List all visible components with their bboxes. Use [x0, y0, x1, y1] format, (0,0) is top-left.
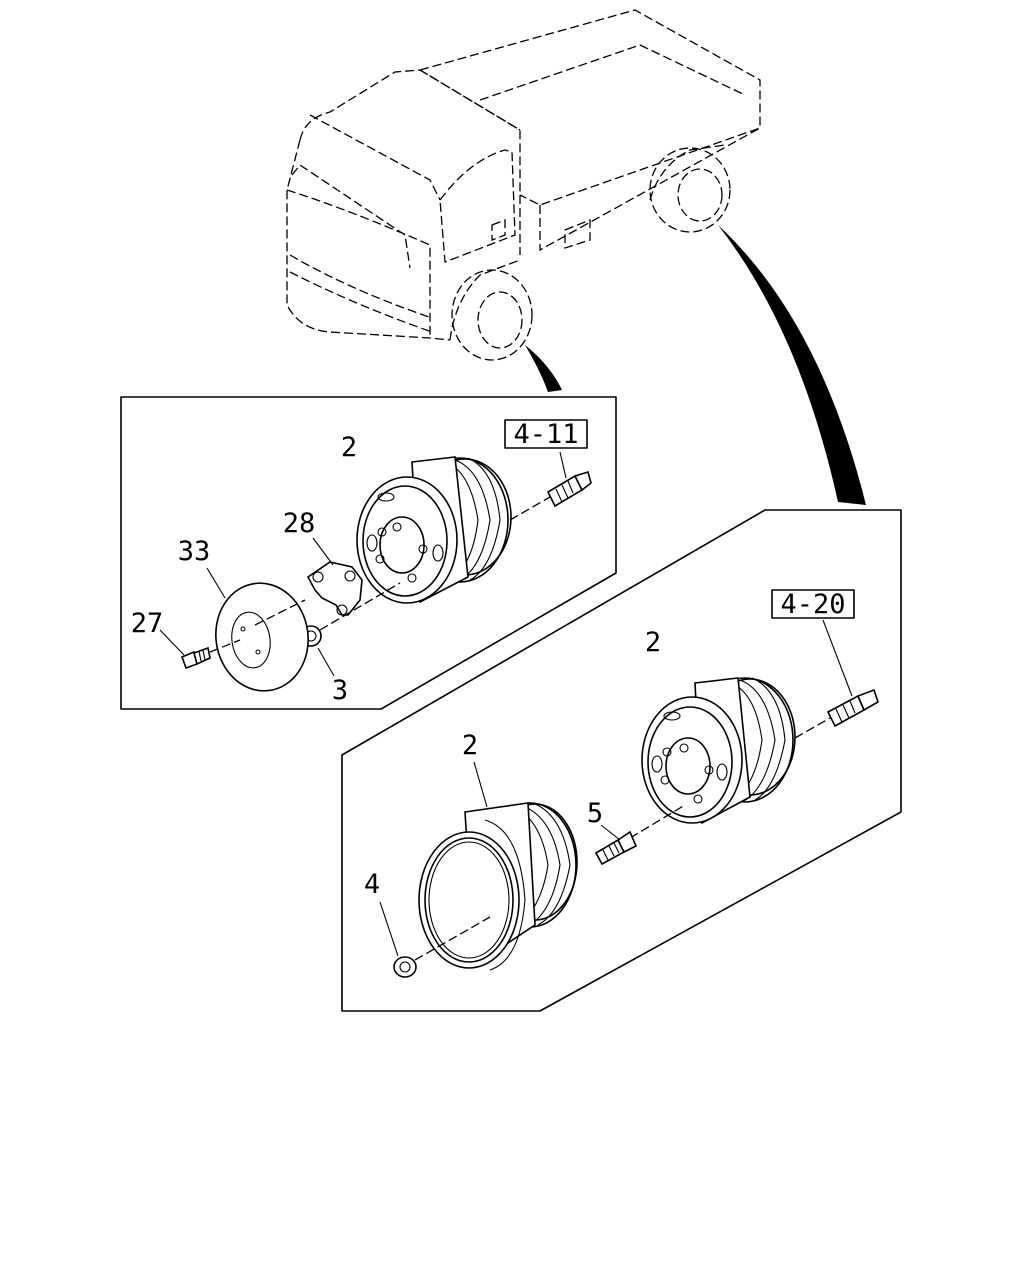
rear-wheel-nut — [379, 901, 491, 978]
rear-inner-wheel-number: 2 — [462, 730, 478, 761]
rear-nut-number: 4 — [364, 869, 380, 900]
front-stud-bolt — [509, 451, 592, 521]
rear-wheel-panel — [341, 509, 902, 1012]
front-nut-number: 3 — [332, 675, 348, 706]
front-ref-label: 4-11 — [513, 419, 578, 450]
front-hub-plate — [306, 537, 363, 616]
rear-long-stud — [794, 619, 879, 739]
front-screw-number: 27 — [131, 608, 164, 639]
rear-inner-wheel — [418, 761, 578, 971]
front-disc-number: 33 — [178, 536, 211, 567]
rear-stud-number: 5 — [587, 798, 603, 829]
rear-outer-wheel — [641, 677, 796, 825]
front-wheel — [356, 456, 512, 604]
front-wheel-number: 2 — [341, 432, 357, 463]
rear-outer-wheel-number: 2 — [645, 627, 661, 658]
front-wheel-arrow — [525, 345, 562, 392]
front-bolt-number: 28 — [283, 508, 316, 539]
rear-ref-box: 4-20 — [771, 589, 855, 620]
front-ref-box: 4-11 — [504, 419, 588, 450]
truck-outline — [286, 9, 761, 361]
rear-short-stud — [594, 804, 686, 866]
front-screw — [159, 629, 241, 670]
rear-wheel-arrow — [718, 225, 866, 505]
front-hub-disc — [206, 567, 309, 692]
rear-ref-label: 4-20 — [780, 589, 845, 620]
front-wheel-panel — [120, 396, 617, 710]
